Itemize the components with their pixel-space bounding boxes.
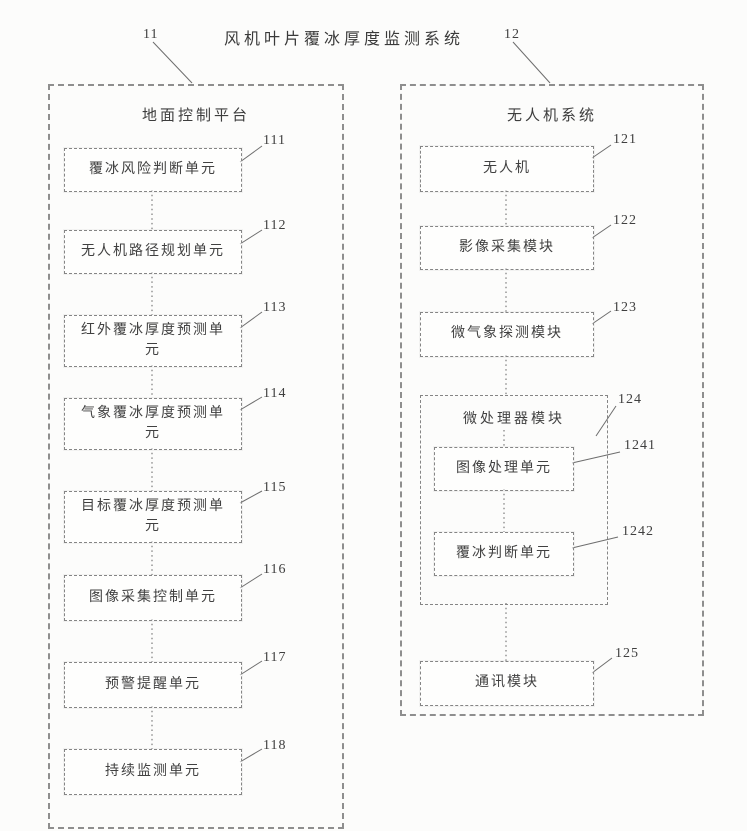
ref-label-116: 116 — [263, 562, 287, 577]
block-123: 微气象探测模块 — [420, 312, 594, 357]
leader-line-115 — [239, 490, 263, 504]
block-114: 气象覆冰厚度预测单元 — [64, 398, 242, 450]
leader-line-122 — [591, 224, 612, 239]
block-113-label: 红外覆冰厚度预测单元 — [81, 322, 225, 358]
leader-line-123 — [591, 310, 612, 325]
figure-title: 风机叶片覆冰厚度监测系统 — [224, 31, 465, 48]
block-117-label: 预警提醒单元 — [105, 676, 201, 692]
ref-label-1242: 1242 — [622, 524, 654, 539]
block-122: 影像采集模块 — [420, 226, 594, 270]
ref-label-113: 113 — [263, 300, 287, 315]
block-118: 持续监测单元 — [64, 749, 242, 795]
leader-line-113 — [239, 311, 263, 329]
block-112: 无人机路径规划单元 — [64, 230, 242, 274]
leader-line-121 — [591, 144, 612, 159]
block-1241-label: 图像处理单元 — [456, 460, 552, 476]
ref-label-12: 12 — [504, 27, 520, 42]
block-116-label: 图像采集控制单元 — [89, 589, 217, 605]
block-124-title: 微处理器模块 — [463, 412, 565, 427]
ref-label-111: 111 — [263, 133, 286, 148]
block-121-label: 无人机 — [483, 160, 531, 176]
block-124-module: 微处理器模块 — [420, 395, 608, 605]
block-125: 通讯模块 — [420, 661, 594, 706]
ref-label-115: 115 — [263, 480, 287, 495]
block-116: 图像采集控制单元 — [64, 575, 242, 621]
block-117: 预警提醒单元 — [64, 662, 242, 708]
block-111-label: 覆冰风险判断单元 — [89, 161, 217, 177]
ref-label-11: 11 — [143, 27, 159, 42]
ref-label-1241: 1241 — [624, 438, 656, 453]
block-115: 目标覆冰厚度预测单元 — [64, 491, 242, 543]
leader-line-124 — [595, 405, 617, 437]
ref-label-123: 123 — [613, 300, 637, 315]
block-118-label: 持续监测单元 — [105, 763, 201, 779]
ref-label-121: 121 — [613, 132, 637, 147]
leader-line-125 — [591, 657, 613, 674]
block-113: 红外覆冰厚度预测单元 — [64, 315, 242, 367]
ref-label-114: 114 — [263, 386, 287, 401]
ref-label-118: 118 — [263, 738, 287, 753]
leader-line-118 — [239, 748, 263, 763]
leader-line-12 — [512, 41, 551, 84]
block-123-label: 微气象探测模块 — [451, 326, 563, 342]
leader-line-1242 — [571, 536, 619, 549]
ref-label-125: 125 — [615, 646, 639, 661]
panel-uav-system: 无人机系统 — [400, 84, 704, 716]
panel-ground-control-title: 地面控制平台 — [141, 108, 250, 124]
block-1242: 覆冰判断单元 — [434, 532, 574, 576]
panel-ground-control: 地面控制平台 — [48, 84, 344, 829]
leader-line-112 — [239, 229, 263, 245]
block-111: 覆冰风险判断单元 — [64, 148, 242, 192]
panel-uav-system-title: 无人机系统 — [506, 108, 597, 124]
block-115-label: 目标覆冰厚度预测单元 — [81, 498, 225, 534]
block-121: 无人机 — [420, 146, 594, 192]
ref-label-124: 124 — [618, 392, 642, 407]
block-125-label: 通讯模块 — [475, 675, 539, 691]
ref-label-117: 117 — [263, 650, 287, 665]
leader-line-117 — [239, 660, 263, 676]
leader-line-111 — [239, 145, 263, 163]
leader-line-114 — [239, 396, 263, 411]
ref-label-112: 112 — [263, 218, 287, 233]
leader-line-11 — [152, 41, 193, 84]
ref-label-122: 122 — [613, 213, 637, 228]
leader-line-116 — [239, 573, 263, 589]
block-1242-label: 覆冰判断单元 — [456, 545, 552, 561]
leader-line-1241 — [571, 451, 621, 464]
block-112-label: 无人机路径规划单元 — [81, 243, 225, 259]
block-122-label: 影像采集模块 — [459, 239, 555, 255]
block-114-label: 气象覆冰厚度预测单元 — [81, 405, 225, 441]
block-1241: 图像处理单元 — [434, 447, 574, 491]
